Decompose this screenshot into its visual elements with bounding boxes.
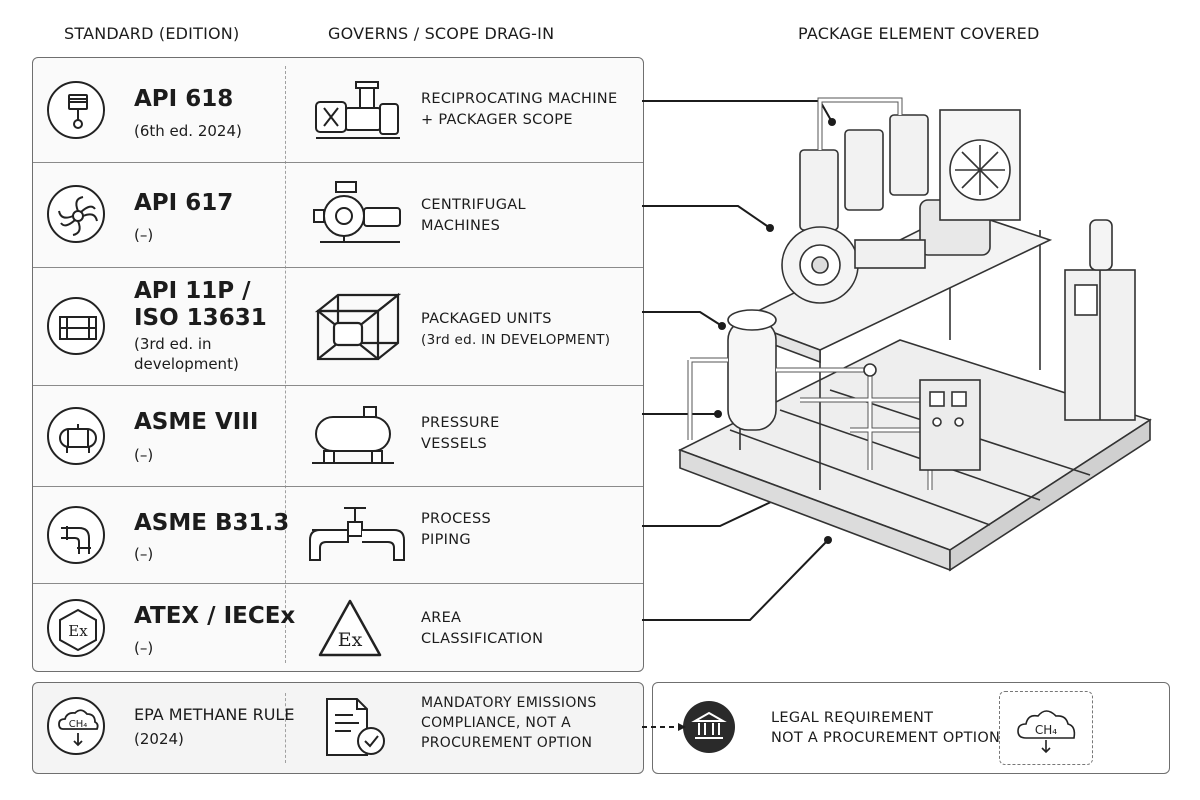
- standard-edition: (–): [134, 639, 154, 657]
- standard-name: ATEX / IECEx: [134, 603, 296, 629]
- table-row-asme-b31-3: ASME B31.3 (–) PROCESS PIPING: [33, 486, 643, 583]
- row-divider: [33, 583, 643, 584]
- scope-line: CENTRIFUGAL: [421, 197, 526, 213]
- centrifugal-pump-icon: [313, 181, 401, 243]
- standards-table: API 618 (6th ed. 2024) RECIPROCATING MAC…: [32, 57, 644, 672]
- scope-line: COMPLIANCE, NOT A: [421, 715, 571, 731]
- standard-name-line: ISO 13631: [134, 305, 267, 331]
- scope-line: RECIPROCATING MACHINE: [421, 91, 618, 107]
- scope-line: VESSELS: [421, 436, 488, 452]
- standard-name: ASME VIII: [134, 409, 259, 435]
- column-divider: [285, 66, 286, 663]
- row-divider: [33, 486, 643, 487]
- legal-line: NOT A PROCUREMENT OPTION: [771, 730, 1001, 746]
- standard-name: API 617: [134, 190, 234, 216]
- compliance-document-icon: [326, 698, 385, 756]
- column-divider: [285, 693, 286, 763]
- skid-frame-icon: [47, 297, 105, 355]
- scope-text: CENTRIFUGAL MACHINES: [421, 195, 526, 237]
- header-governs: GOVERNS / SCOPE DRAG-IN: [328, 24, 555, 43]
- edition-line: development): [134, 355, 239, 373]
- scope-text: AREA CLASSIFICATION: [421, 608, 543, 650]
- scope-line: PRESSURE: [421, 415, 500, 431]
- standard-edition: (2024): [134, 730, 184, 748]
- standard-name-line: API 11P /: [134, 278, 251, 304]
- impeller-icon: [47, 185, 105, 243]
- table-row-api-11p: API 11P / ISO 13631 (3rd ed. in developm…: [33, 267, 643, 385]
- methane-cloud-dashed-icon: CH₄: [999, 691, 1093, 765]
- reciprocating-compressor-icon: [315, 81, 400, 139]
- piston-icon: [47, 81, 105, 139]
- scope-line: + PACKAGER SCOPE: [421, 112, 573, 128]
- scope-line: (3rd ed. IN DEVELOPMENT): [421, 332, 611, 348]
- edition-line: (3rd ed. in: [134, 335, 212, 353]
- scope-text: RECIPROCATING MACHINE + PACKAGER SCOPE: [421, 89, 617, 131]
- packaged-unit-cage-icon: [314, 292, 402, 361]
- scope-text: PROCESS PIPING: [421, 509, 491, 551]
- scope-line: MACHINES: [421, 218, 501, 234]
- standard-name: API 618: [134, 86, 234, 112]
- pipe-elbow-icon: [47, 506, 105, 564]
- standard-edition: (–): [134, 446, 154, 464]
- vessel-icon: [47, 407, 105, 465]
- methane-cloud-icon: CH₄: [47, 697, 105, 755]
- scope-line: PROCUREMENT OPTION: [421, 735, 593, 751]
- legal-text: LEGAL REQUIREMENT NOT A PROCUREMENT OPTI…: [771, 708, 1000, 748]
- compressor-package-illustration: [677, 97, 1152, 572]
- valve-piping-icon: [309, 507, 405, 561]
- scope-line: PROCESS: [421, 511, 492, 527]
- row-divider: [33, 385, 643, 386]
- scope-line: PACKAGED UNITS: [421, 311, 552, 327]
- scope-text: PACKAGED UNITS (3rd ed. IN DEVELOPMENT): [421, 309, 610, 351]
- ex-label: Ex: [338, 629, 363, 651]
- standard-name: EPA METHANE RULE: [134, 705, 295, 724]
- scope-text: PRESSURE VESSELS: [421, 413, 500, 455]
- methane-formula: CH₄: [1035, 723, 1057, 737]
- scope-line: AREA: [421, 610, 462, 626]
- header-standard: STANDARD (EDITION): [64, 24, 240, 43]
- control-panel: [919, 379, 981, 471]
- legal-requirement-callout: LEGAL REQUIREMENT NOT A PROCUREMENT OPTI…: [652, 682, 1170, 774]
- pressure-vessel-icon: [312, 406, 394, 464]
- methane-formula: CH₄: [69, 719, 88, 730]
- atex-hexagon-icon: Ex: [47, 599, 105, 657]
- standard-edition: (3rd ed. in development): [134, 334, 239, 374]
- ex-label: Ex: [68, 622, 88, 640]
- table-row-api-618: API 618 (6th ed. 2024) RECIPROCATING MAC…: [33, 58, 643, 162]
- header-element: PACKAGE ELEMENT COVERED: [798, 24, 1040, 43]
- row-divider: [33, 162, 643, 163]
- scope-line: CLASSIFICATION: [421, 631, 544, 647]
- standard-edition: (6th ed. 2024): [134, 122, 242, 140]
- epa-methane-row: CH₄ EPA METHANE RULE (2024) MANDATORY EM…: [32, 682, 644, 774]
- standard-edition: (–): [134, 226, 154, 244]
- government-building-icon: [683, 701, 735, 753]
- compressor-cylinder: [799, 149, 839, 231]
- scope-text: MANDATORY EMISSIONS COMPLIANCE, NOT A PR…: [421, 693, 597, 753]
- table-row-asme-viii: ASME VIII (–) PRESSURE VESSELS: [33, 385, 643, 486]
- table-row-api-617: API 617 (–) CENTRIFUGAL MACHINES: [33, 162, 643, 267]
- separator-vessel: [727, 319, 777, 431]
- table-row-atex: Ex ATEX / IECEx (–) Ex AREA CLASSIFICATI…: [33, 583, 643, 671]
- row-divider: [33, 267, 643, 268]
- standard-name: ASME B31.3: [134, 510, 290, 536]
- standard-name: API 11P / ISO 13631: [134, 278, 267, 332]
- scope-line: PIPING: [421, 532, 471, 548]
- scope-line: MANDATORY EMISSIONS: [421, 695, 597, 711]
- ex-warning-triangle-icon: Ex: [318, 599, 382, 657]
- standard-edition: (–): [134, 545, 154, 563]
- legal-line: LEGAL REQUIREMENT: [771, 710, 934, 726]
